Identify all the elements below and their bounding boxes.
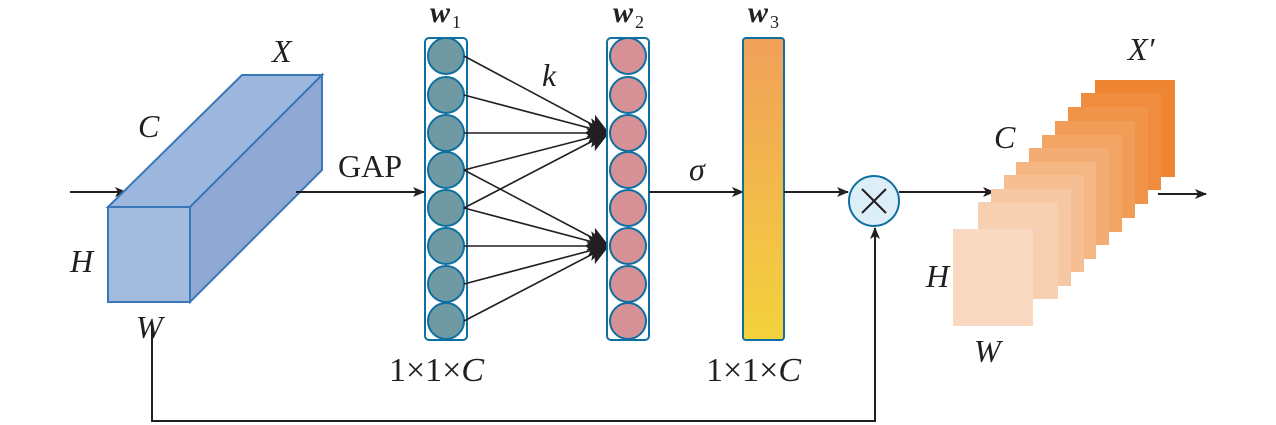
w1-node <box>427 114 465 152</box>
w2-node <box>609 114 647 152</box>
w1-node <box>427 265 465 303</box>
w1-nodes <box>427 37 465 340</box>
w1-subscript: 1 <box>452 12 461 32</box>
connection-line <box>463 55 610 134</box>
w1-node <box>427 189 465 227</box>
w3-dim-prefix: 1×1× <box>706 352 778 389</box>
w1-symbol: w <box>430 0 451 29</box>
input-c-label: C <box>138 108 160 144</box>
connection-line <box>463 169 610 247</box>
output-w-label: W <box>974 333 1004 369</box>
output-slice <box>953 229 1033 326</box>
w2-node <box>609 76 647 114</box>
connection-line <box>463 94 610 138</box>
connection-line <box>463 245 610 322</box>
box-front-face <box>107 206 191 303</box>
w1-dim-prefix: 1×1× <box>389 352 461 389</box>
multiply-node <box>848 175 900 227</box>
multiply-icon <box>861 188 887 214</box>
w3-subscript: 3 <box>770 12 779 32</box>
w3-dim-label: 1×1×C <box>706 352 801 389</box>
w3-dim-var: C <box>778 352 801 389</box>
w1-node <box>427 227 465 265</box>
w2-node <box>609 189 647 227</box>
output-h-label: H <box>925 258 951 294</box>
w2-node <box>609 151 647 189</box>
w1-node <box>427 76 465 114</box>
sigma-label: σ <box>689 151 706 187</box>
w1-dim-label: 1×1×C <box>389 352 484 389</box>
w1-node <box>427 151 465 189</box>
input-h-label: H <box>69 243 95 279</box>
skip-connection-line <box>151 227 880 422</box>
w1-dim-var: C <box>461 352 484 389</box>
w1-node <box>427 37 465 75</box>
w3-weight-bar <box>742 37 785 341</box>
w2-node <box>609 37 647 75</box>
input-feature-box <box>105 72 325 305</box>
output-c-label: C <box>994 119 1016 155</box>
k-label: k <box>542 57 557 93</box>
w3-symbol: w <box>748 0 769 29</box>
w2-symbol: w <box>613 0 634 29</box>
output-feature-stack <box>953 80 1175 326</box>
input-x-label: X <box>270 33 293 69</box>
w1-node <box>427 302 465 340</box>
output-x-label: X′ <box>1126 31 1156 67</box>
gap-label: GAP <box>338 148 402 184</box>
w2-node <box>609 265 647 303</box>
input-w-label: W <box>136 309 166 345</box>
w2-nodes <box>609 37 647 340</box>
w2-node <box>609 227 647 265</box>
connection-line <box>463 128 610 171</box>
w2-node <box>609 302 647 340</box>
connection-line <box>463 132 610 209</box>
connection-line <box>463 241 610 285</box>
w2-subscript: 2 <box>635 12 644 32</box>
conv-connections <box>463 55 610 322</box>
connection-line <box>463 207 610 251</box>
